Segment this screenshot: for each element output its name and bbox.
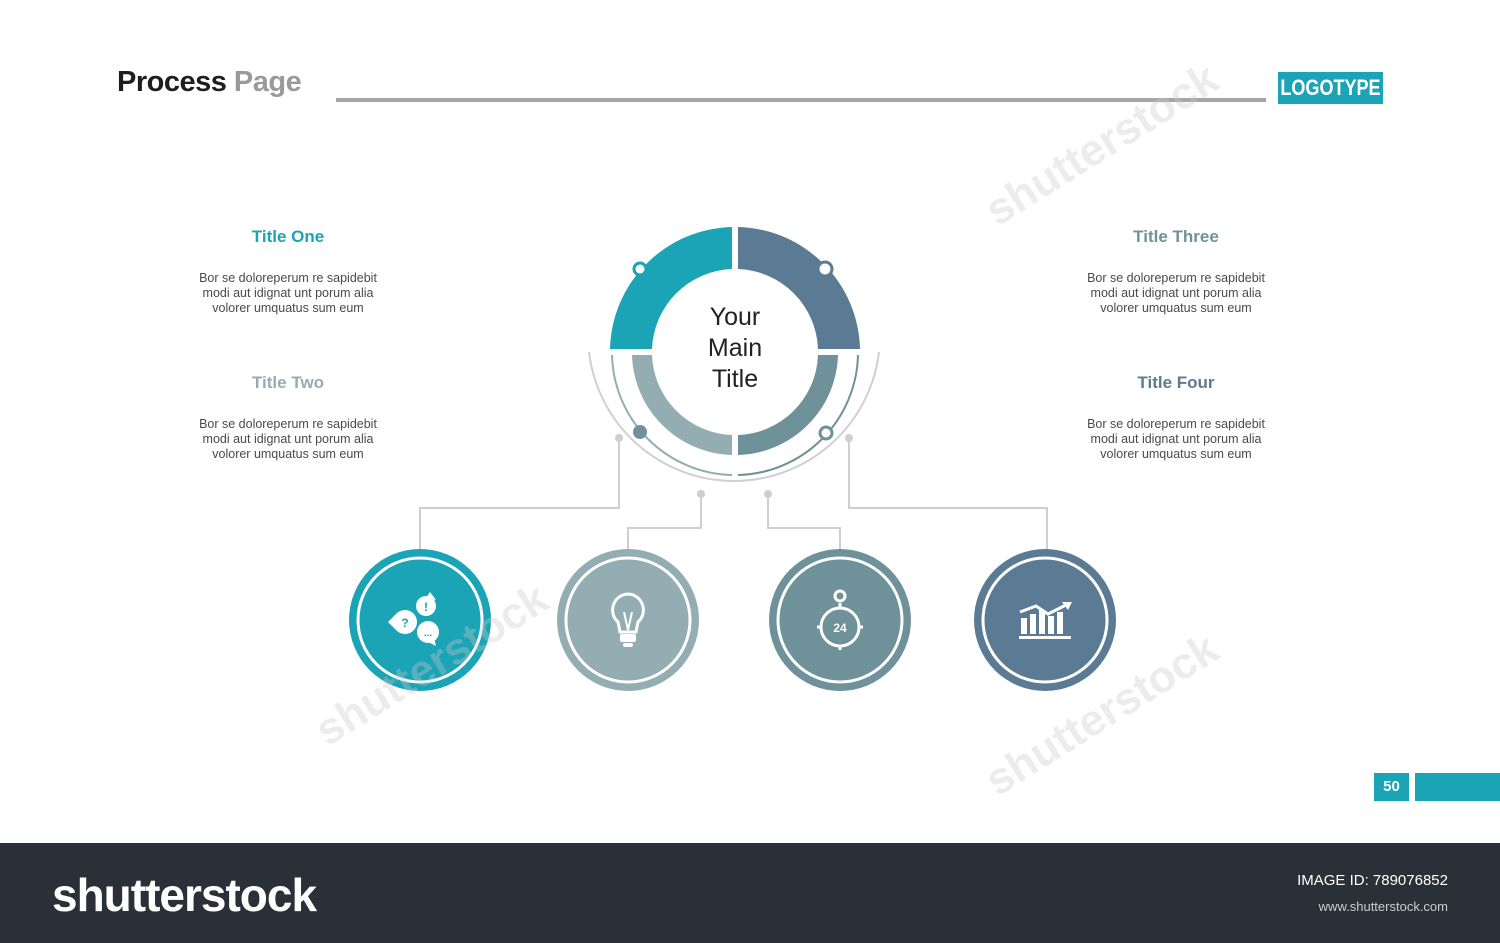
block-title: Title One	[251, 227, 325, 246]
speech-bubbles-icon: ? ! ...	[388, 592, 439, 646]
icon-circle-four	[974, 549, 1116, 691]
block-title-one: Title One Bor se doloreperum re sapidebi…	[168, 227, 408, 316]
arc-outline-one	[616, 233, 733, 350]
segment-three	[738, 227, 860, 349]
footer-bar	[0, 843, 1500, 943]
image-id: IMAGE ID: 789076852	[1297, 872, 1448, 889]
block-title: Title Four	[1137, 373, 1215, 392]
block-title-two: Title Two Bor se doloreperum re sapidebi…	[168, 373, 408, 462]
lightbulb-icon	[611, 592, 645, 647]
outer-arc	[588, 351, 880, 482]
header-divider	[336, 98, 1266, 102]
svg-text:!: !	[424, 600, 428, 614]
svg-text:...: ...	[424, 628, 433, 639]
connector-lines	[419, 438, 1048, 551]
marker-dot	[818, 425, 834, 441]
icon-circle-three: 24	[769, 549, 911, 691]
segment-four	[738, 355, 838, 455]
footer-brand-logo: shutterstock	[52, 869, 317, 921]
page-number-bar	[1415, 773, 1500, 801]
segment-one	[610, 227, 732, 349]
growth-chart-icon	[1019, 602, 1072, 639]
center-circle	[662, 279, 808, 425]
block-body: Bor se doloreperum re sapidebit modi aut…	[199, 417, 377, 461]
process-diagram: ? ! ...	[349, 227, 1116, 691]
block-title-four: Title Four Bor se doloreperum re sapideb…	[1056, 373, 1296, 462]
block-title-three: Title Three Bor se doloreperum re sapide…	[1056, 227, 1296, 316]
svg-text:?: ?	[401, 616, 408, 630]
marker-dot	[633, 425, 647, 439]
page-number: 50	[1374, 773, 1409, 801]
block-body: Bor se doloreperum re sapidebit modi aut…	[1087, 271, 1265, 315]
arc-outline-two	[611, 354, 733, 476]
logotype-badge: LOGOTYPE	[1278, 72, 1383, 104]
center-title: Your Main Title	[707, 303, 763, 393]
block-title: Title Three	[1133, 227, 1219, 246]
slide: Process Page LOGOTYPE Title One Bor se d…	[117, 53, 1500, 806]
marker-dot	[816, 260, 834, 278]
block-body: Bor se doloreperum re sapidebit modi aut…	[1087, 417, 1265, 461]
stopwatch-24-icon: 24	[817, 589, 863, 650]
icon-circle-two	[557, 549, 699, 691]
footer-url[interactable]: www.shutterstock.com	[1318, 899, 1448, 914]
icon-circle-one: ? ! ...	[349, 549, 491, 691]
page-title: Process Page	[117, 66, 302, 98]
block-title: Title Two	[251, 373, 325, 392]
block-body: Bor se doloreperum re sapidebit modi aut…	[199, 271, 377, 315]
segment-two	[632, 355, 732, 455]
connector-dots	[615, 434, 853, 498]
stopwatch-label: 24	[833, 621, 847, 635]
marker-dot	[632, 261, 648, 277]
